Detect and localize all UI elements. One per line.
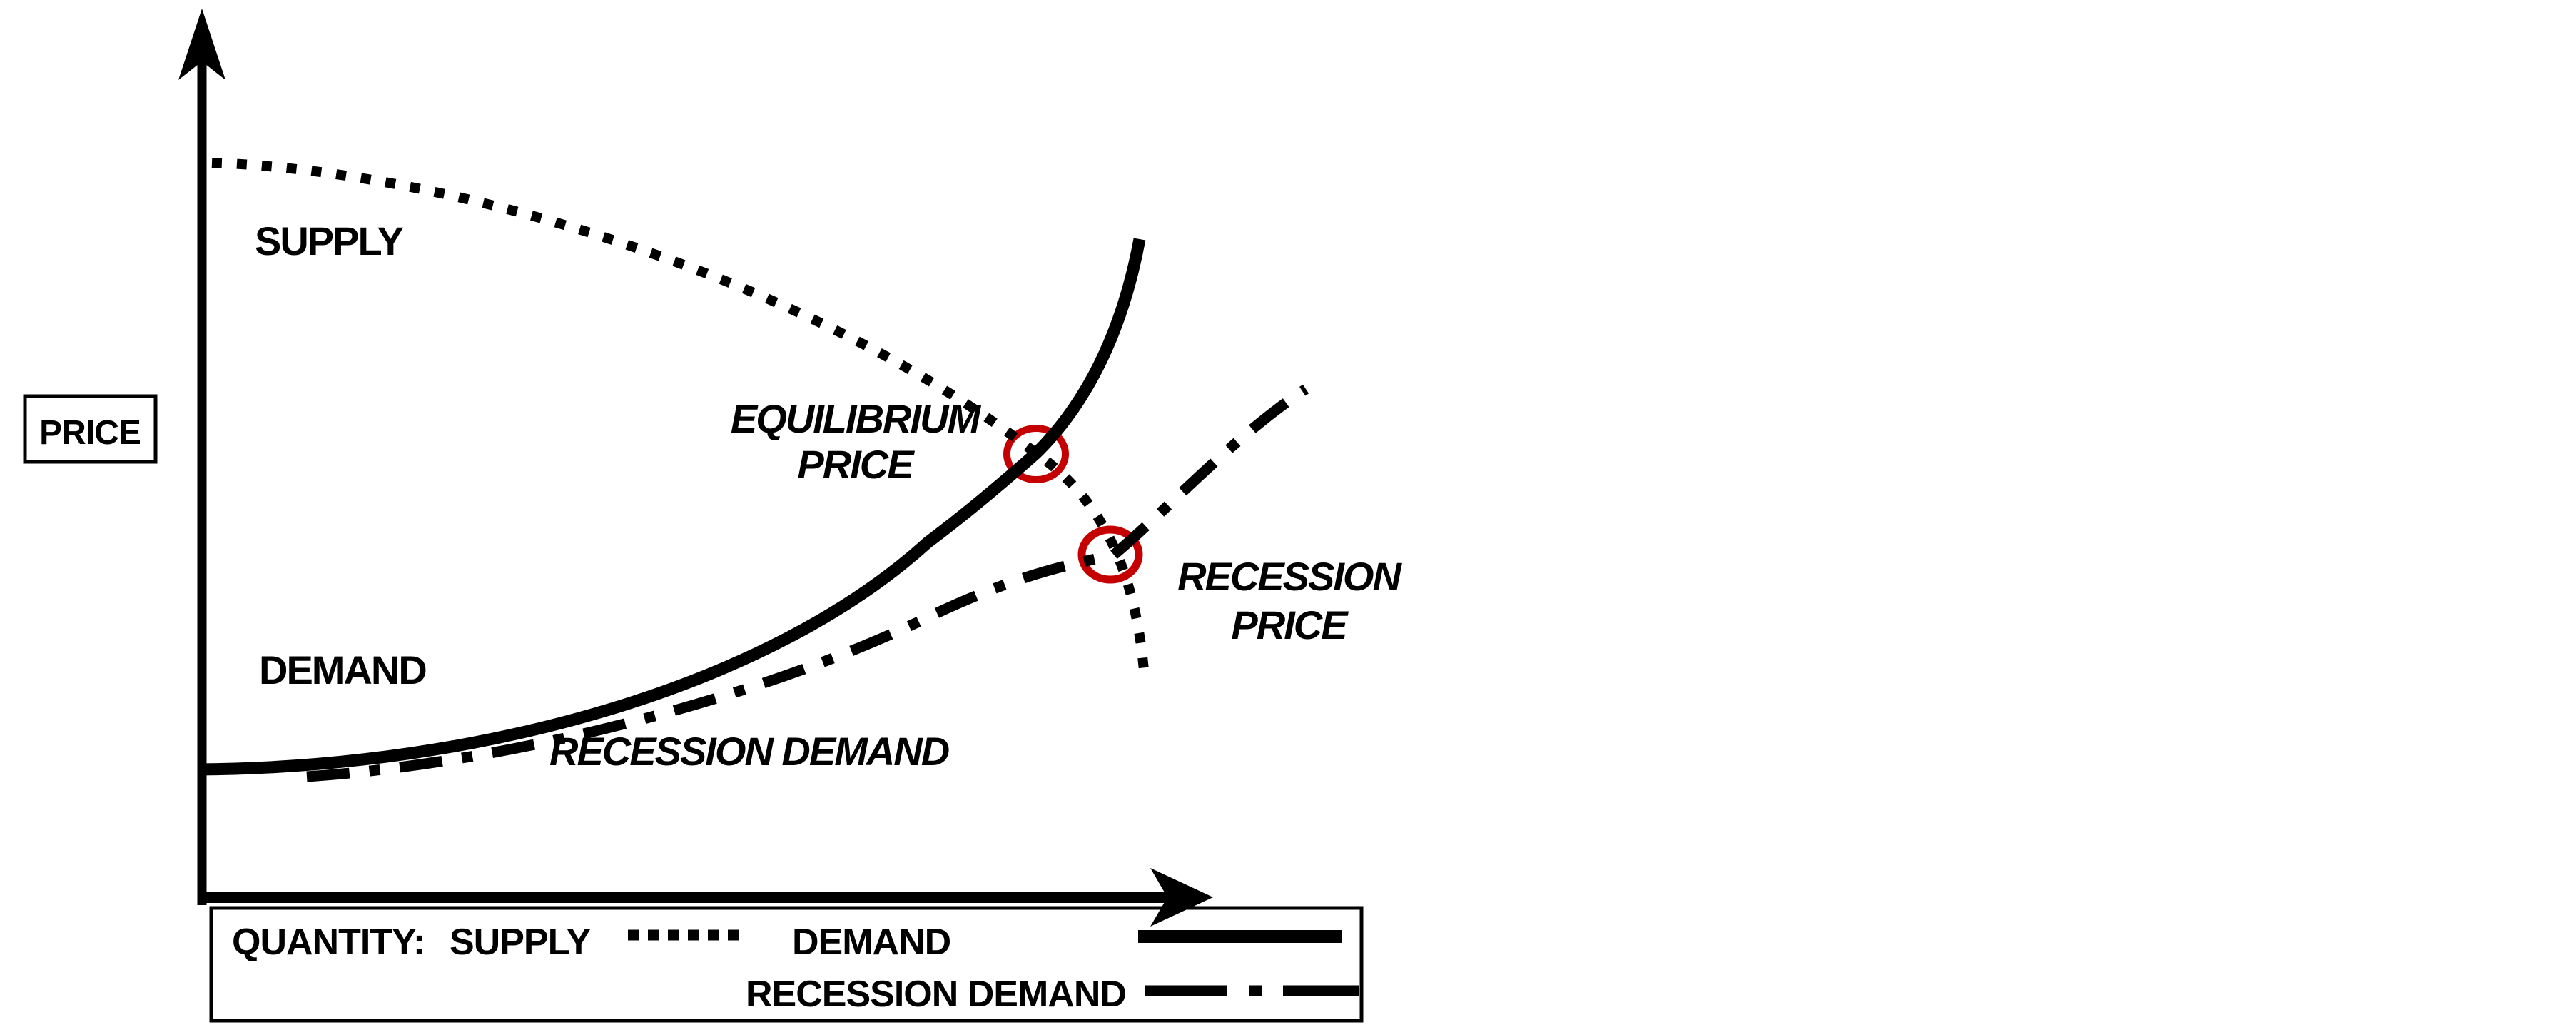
recession-demand-curve-label: RECESSION DEMAND — [549, 729, 949, 774]
demand-curve — [198, 238, 1146, 776]
legend-item-supply-label: SUPPLY — [450, 922, 591, 963]
recession-point-circle — [1077, 525, 1143, 584]
recession-price-label-line1: RECESSION — [1177, 554, 1402, 599]
legend-title: QUANTITY: — [232, 922, 425, 963]
legend-item-demand-label: DEMAND — [792, 922, 950, 963]
price-label-box — [23, 394, 158, 464]
recession-demand-curve — [306, 384, 1309, 782]
legend-item-recession-demand-label: RECESSION DEMAND — [746, 974, 1126, 1015]
demand-curve-label: DEMAND — [259, 647, 426, 692]
y-axis-label: PRICE — [39, 414, 141, 452]
equilibrium-point-circle — [1003, 425, 1069, 483]
equilibrium-price-label-line2: PRICE — [797, 442, 915, 487]
x-axis-arrow-icon — [1150, 868, 1213, 927]
equilibrium-price-label-line1: EQUILIBRIUM — [731, 396, 982, 441]
legend-box — [209, 906, 1364, 1023]
supply-curve — [211, 158, 1150, 679]
y-axis-arrow-icon — [178, 9, 225, 80]
recession-price-label-line2: PRICE — [1231, 602, 1349, 647]
supply-curve-label: SUPPLY — [255, 218, 404, 263]
